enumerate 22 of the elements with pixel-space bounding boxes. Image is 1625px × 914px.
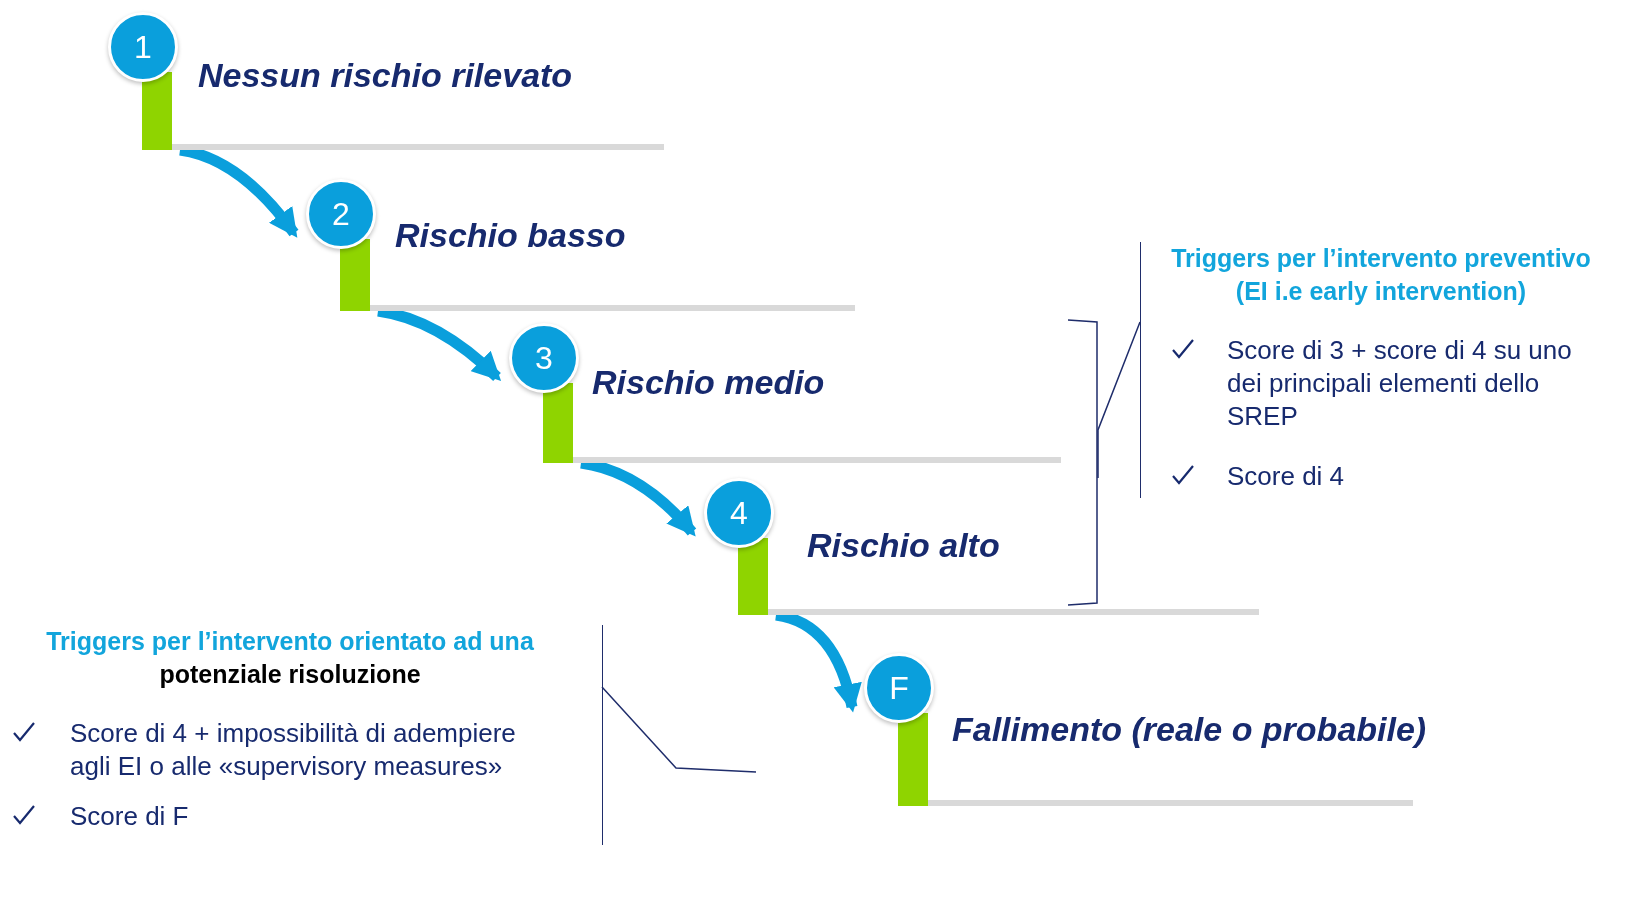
step-number: 2 xyxy=(306,179,376,249)
step-number: F xyxy=(864,653,934,723)
trigger-criterion: Score di 3 + score di 4 su uno dei principali elementi dello SREP xyxy=(1227,334,1573,433)
trigger-heading: Triggers per l’intervento preventivo (EI i.e early intervention) xyxy=(1170,243,1592,307)
step-number: 3 xyxy=(509,323,579,393)
trigger-criterion: Score di 4 + impossibilità di adempiere agli EI o alle «supervisory measures» xyxy=(70,717,517,783)
step-title: Rischio basso xyxy=(395,216,626,255)
trigger-criterion: Score di F xyxy=(70,800,190,833)
step-title: Rischio medio xyxy=(592,363,825,402)
step xyxy=(108,12,664,150)
step-title: Rischio alto xyxy=(807,526,1000,565)
step-number: 4 xyxy=(704,478,774,548)
leader-line xyxy=(1097,321,1141,479)
step xyxy=(306,179,855,311)
step-number: 1 xyxy=(108,12,178,82)
step-title: Nessun rischio rilevato xyxy=(198,56,573,95)
trigger-heading: Triggers per l’intervento orientato ad una xyxy=(45,626,535,657)
trigger-heading: potenziale risoluzione xyxy=(158,659,422,690)
step xyxy=(509,323,1061,463)
step-title: Fallimento (reale o probabile) xyxy=(952,710,1427,749)
trigger-criterion: Score di 4 xyxy=(1227,460,1346,493)
leader-line xyxy=(601,686,757,773)
